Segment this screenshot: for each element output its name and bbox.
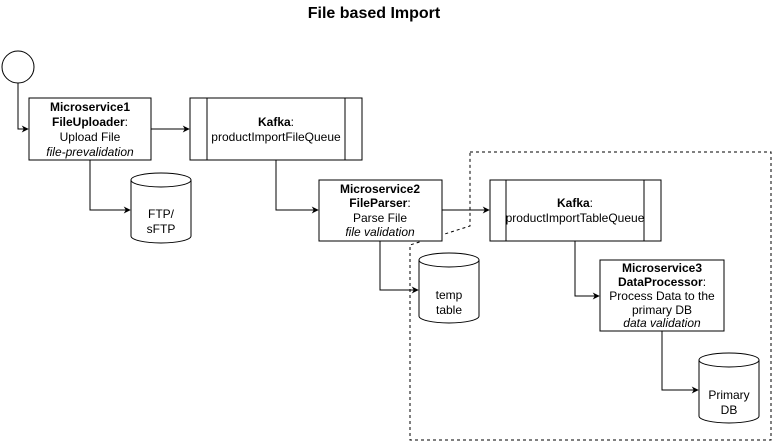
kafka2-name-suffix: :	[590, 196, 593, 210]
fileuploader-line1: Microservice1	[50, 100, 130, 114]
edge-fileparser-to-temptable	[379, 241, 419, 294]
svg-text:Kafka:: Kafka:	[557, 196, 593, 210]
fileparser-name: FileParser	[349, 196, 407, 210]
svg-text:FileUploader:: FileUploader:	[52, 115, 128, 129]
kafka1-name: Kafka	[258, 115, 291, 129]
fileuploader-name-suffix: :	[125, 115, 128, 129]
fileuploader-line4: file-prevalidation	[46, 145, 134, 159]
kafka2-topic: productImportTableQueue	[506, 211, 645, 225]
fileparser-name-suffix: :	[407, 196, 410, 210]
kafka1-topic: productImportFileQueue	[211, 130, 341, 144]
ftp-line1: FTP/	[148, 207, 175, 221]
primary-db-database-node[interactable]: Primary DB	[698, 352, 760, 424]
edge-fileuploader-to-ftp	[89, 160, 131, 214]
fileparser-line3: Parse File	[353, 211, 407, 225]
kafka-file-queue-node[interactable]: Kafka: productImportFileQueue	[189, 97, 363, 161]
dashed-boundary	[409, 151, 772, 441]
edge-start-to-fileuploader	[17, 83, 29, 133]
primarydb-line2: DB	[721, 403, 738, 417]
dataprocessor-line1: Microservice3	[622, 261, 702, 275]
dataprocessor-node[interactable]: Microservice3 DataProcessor: Process Dat…	[599, 259, 725, 332]
svg-text:Microservice3: Microservice3	[622, 261, 702, 275]
fileuploader-line3: Upload File	[60, 130, 121, 144]
kafka2-name: Kafka	[557, 196, 590, 210]
dataprocessor-line4: primary DB	[632, 303, 692, 317]
ftp-line2: sFTP	[147, 222, 176, 236]
dataprocessor-name: DataProcessor	[618, 275, 703, 289]
dataprocessor-line5: data validation	[623, 316, 701, 330]
svg-text:Microservice1: Microservice1	[50, 100, 130, 114]
fileparser-line4: file validation	[345, 225, 415, 239]
dataprocessor-name-suffix: :	[703, 275, 706, 289]
edge-kafka2-to-dataprocessor	[574, 241, 600, 300]
fileuploader-node[interactable]: Microservice1 FileUploader: Upload File …	[28, 97, 152, 161]
svg-text:Microservice2: Microservice2	[340, 182, 420, 196]
svg-text:FileParser:: FileParser:	[349, 196, 410, 210]
svg-text:Kafka:: Kafka:	[258, 115, 294, 129]
fileparser-node[interactable]: Microservice2 FileParser: Parse File fil…	[318, 179, 443, 242]
svg-text:DataProcessor:: DataProcessor:	[618, 275, 706, 289]
diagram-title: File based Import	[308, 5, 441, 22]
fileparser-line1: Microservice2	[340, 182, 420, 196]
kafka1-name-suffix: :	[291, 115, 294, 129]
edge-kafka1-to-fileparser	[275, 160, 319, 214]
primarydb-line1: Primary	[708, 388, 749, 402]
temptable-line2: table	[436, 303, 462, 317]
temp-table-database-node[interactable]: temp table	[418, 252, 480, 324]
temptable-line1: temp	[436, 288, 463, 302]
fileuploader-name: FileUploader	[52, 115, 125, 129]
kafka-table-queue-node[interactable]: Kafka: productImportTableQueue	[489, 179, 662, 242]
edge-dataprocessor-to-primarydb	[661, 331, 699, 394]
ftp-database-node[interactable]: FTP/ sFTP	[130, 172, 192, 244]
start-node[interactable]	[1, 50, 35, 84]
dataprocessor-line3: Process Data to the	[609, 289, 715, 303]
